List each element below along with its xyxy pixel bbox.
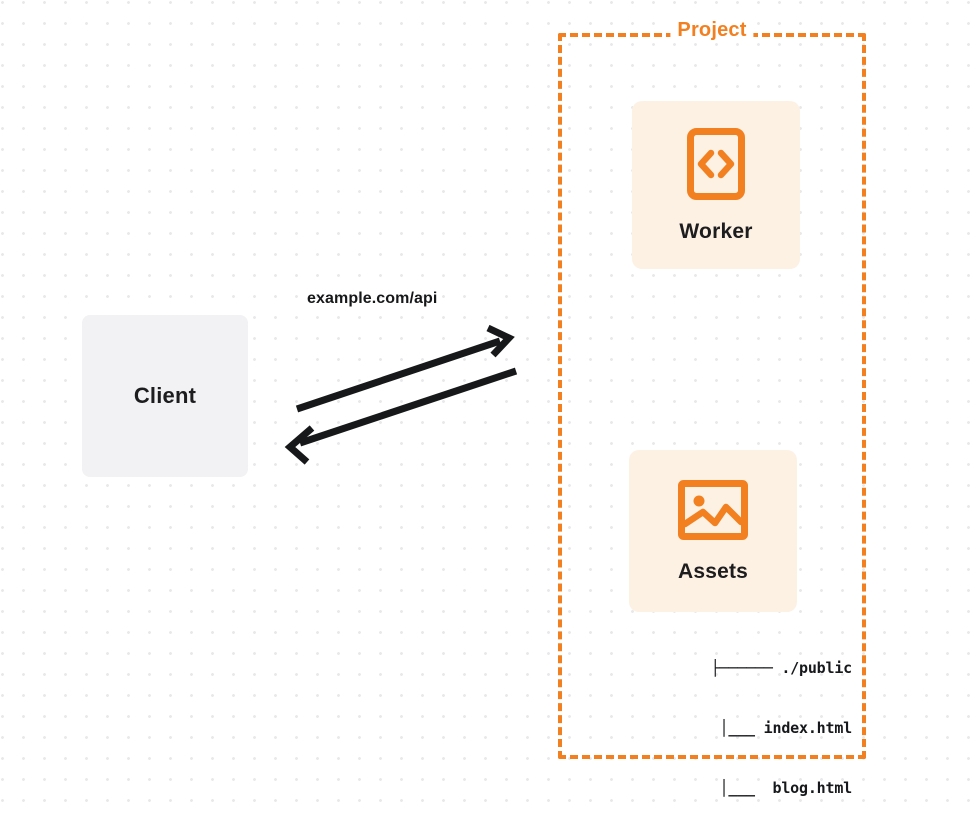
file-tree-row: │___ blog.html	[684, 779, 853, 797]
node-worker[interactable]: Worker	[632, 101, 800, 269]
project-group: Project Worker Assets	[558, 19, 866, 797]
node-assets[interactable]: Assets	[629, 450, 797, 612]
request-arrow	[295, 324, 515, 413]
node-assets-label: Assets	[677, 559, 749, 583]
file-tree-row: ├────── ./public	[710, 659, 852, 677]
node-client-label: Client	[133, 383, 197, 408]
assets-file-tree: ├────── ./public │___ index.html │___ bl…	[602, 618, 852, 818]
code-brackets-icon	[686, 127, 746, 206]
image-icon	[677, 479, 749, 546]
connection-label: example.com/api	[307, 290, 438, 307]
node-worker-label: Worker	[679, 219, 753, 243]
response-arrow	[284, 367, 518, 465]
project-title: Project	[670, 19, 754, 42]
node-client[interactable]: Client	[82, 315, 248, 477]
file-tree-row: │___ index.html	[684, 719, 853, 737]
